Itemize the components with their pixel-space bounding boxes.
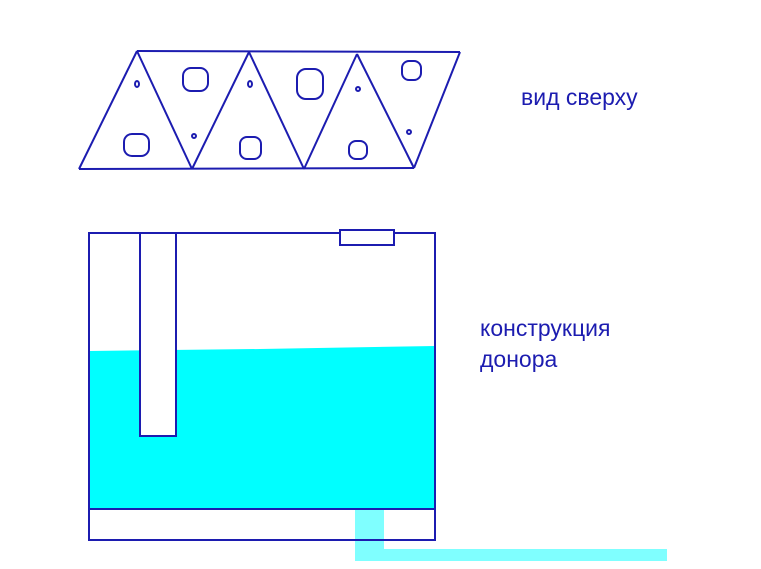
large-hole bbox=[182, 67, 209, 92]
small-hole bbox=[247, 80, 253, 88]
large-hole bbox=[123, 133, 150, 157]
strip-edge bbox=[191, 51, 250, 170]
strip-top-edge bbox=[136, 50, 461, 53]
outlet-pipe-horizontal bbox=[355, 549, 667, 561]
large-hole bbox=[239, 136, 262, 160]
top-view-label: вид сверху bbox=[521, 84, 638, 110]
strip-edge bbox=[248, 51, 305, 170]
strip-edge bbox=[356, 53, 415, 169]
construction-label-line1: конструкция bbox=[480, 315, 611, 341]
inner-tube bbox=[139, 232, 177, 437]
top-view-triangle-strip bbox=[78, 50, 461, 170]
strip-holes bbox=[123, 60, 422, 160]
strip-bottom-edge bbox=[78, 167, 415, 170]
small-hole bbox=[134, 80, 140, 88]
donor-construction bbox=[88, 229, 667, 561]
strip-edge bbox=[413, 51, 461, 169]
container-outline bbox=[88, 232, 436, 541]
small-hole bbox=[355, 86, 361, 92]
large-hole bbox=[348, 140, 368, 160]
strip-edge bbox=[303, 53, 358, 170]
small-hole bbox=[406, 129, 412, 135]
strip-edge bbox=[136, 50, 193, 170]
strip-edge bbox=[78, 50, 138, 170]
construction-label-line2: донора bbox=[480, 346, 558, 372]
large-hole bbox=[296, 68, 324, 100]
large-hole bbox=[401, 60, 422, 81]
lid-opening bbox=[339, 229, 395, 246]
small-hole bbox=[191, 133, 197, 139]
